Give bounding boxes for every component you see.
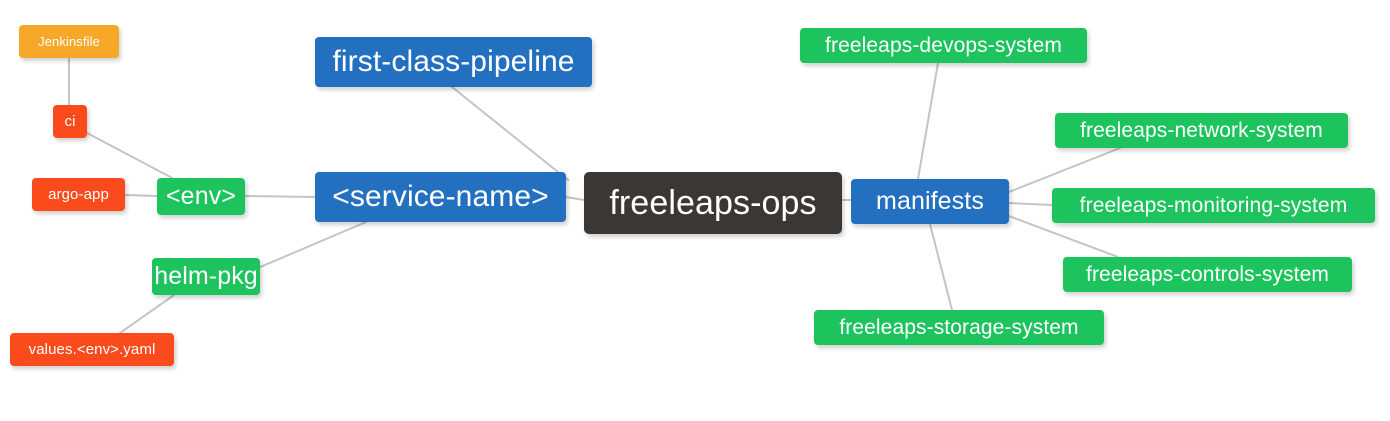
mindmap-node-service-name[interactable]: <service-name> <box>315 172 566 222</box>
mindmap-node-freeleaps-devops-system[interactable]: freeleaps-devops-system <box>800 28 1087 63</box>
mindmap-edge-service-name-to-helm-pkg <box>257 221 367 269</box>
mindmap-edge-service-name-to-freeleaps-ops <box>565 196 585 201</box>
mindmap-edge-manifests-to-freeleaps-devops-system <box>917 62 939 180</box>
mindmap-node-manifests[interactable]: manifests <box>851 179 1009 224</box>
mindmap-edge-manifests-to-freeleaps-storage-system <box>929 223 953 311</box>
mindmap-node-first-class-pipeline[interactable]: first-class-pipeline <box>315 37 592 87</box>
mindmap-node-ci[interactable]: ci <box>53 105 87 138</box>
mindmap-node-freeleaps-network-system[interactable]: freeleaps-network-system <box>1055 113 1348 148</box>
mindmap-edge-argo-app-to-env <box>124 194 158 197</box>
mindmap-node-freeleaps-controls-system[interactable]: freeleaps-controls-system <box>1063 257 1352 292</box>
mindmap-edge-service-name-to-first-class-pipeline <box>451 86 569 181</box>
mindmap-node-freeleaps-monitoring-system[interactable]: freeleaps-monitoring-system <box>1052 188 1375 223</box>
mindmap-edge-manifests-to-freeleaps-monitoring-system <box>1008 202 1053 206</box>
mindmap-node-values-env-yaml[interactable]: values.<env>.yaml <box>10 333 174 366</box>
mindmap-edge-manifests-to-freeleaps-network-system <box>1008 147 1121 193</box>
mindmap-edge-helm-pkg-to-values-env-yaml <box>119 294 175 334</box>
mindmap-node-freeleaps-storage-system[interactable]: freeleaps-storage-system <box>814 310 1104 345</box>
mindmap-node-argo-app[interactable]: argo-app <box>32 178 125 211</box>
mindmap-node-freeleaps-ops[interactable]: freeleaps-ops <box>584 172 842 234</box>
mindmap-edge-ci-to-env <box>86 132 177 181</box>
mindmap-node-helm-pkg[interactable]: helm-pkg <box>152 258 260 295</box>
mindmap-node-jenkinsfile[interactable]: Jenkinsfile <box>19 25 119 58</box>
mindmap-node-env[interactable]: <env> <box>157 178 245 215</box>
mindmap-edge-env-to-service-name <box>244 195 316 198</box>
